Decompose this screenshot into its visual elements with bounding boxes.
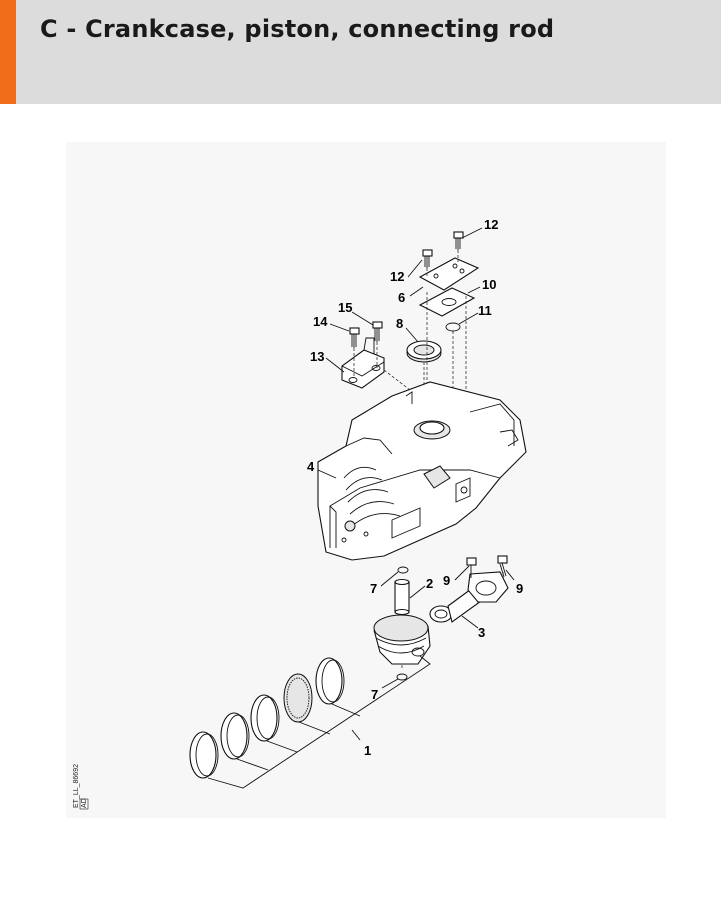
connecting-rod-3[interactable] [429,571,509,623]
rod-screw-9-right[interactable] [497,555,508,578]
callout-numbers: 12 12 6 10 11 8 15 14 13 4 7 2 9 9 3 7 1 [307,217,523,758]
page-title: C - Crankcase, piston, connecting rod [40,15,555,43]
callout-12-middle: 12 [390,269,404,284]
screw-12-middle[interactable] [422,249,433,268]
cover-plate-6[interactable] [418,257,480,291]
page-header: C - Crankcase, piston, connecting rod [0,0,721,104]
piston-ring-1d[interactable] [283,673,313,723]
callout-10: 10 [482,277,496,292]
bracket-13[interactable] [341,337,385,389]
gasket-10[interactable] [418,287,476,317]
reference-code: ET_LL_86692 [73,764,80,808]
circlip-7-bottom[interactable] [396,673,408,681]
piston-ring-1b[interactable] [220,712,250,760]
callout-13: 13 [310,349,324,364]
callout-14: 14 [313,314,328,329]
callout-9-right: 9 [516,581,523,596]
seal-ring-8[interactable] [406,340,442,363]
circlip-7-top[interactable] [397,566,409,574]
callout-2: 2 [426,576,433,591]
callout-7-bottom: 7 [371,687,378,702]
callout-7-top: 7 [370,581,377,596]
callout-11: 11 [478,303,492,318]
piston-pin-2[interactable] [394,578,410,616]
header-accent-bar [0,0,16,104]
callout-leader-lines [207,227,515,789]
callout-6: 6 [398,290,405,305]
callout-9-left: 9 [443,573,450,588]
piston-ring-1a[interactable] [189,731,219,779]
piston-ring-1c[interactable] [250,694,280,742]
screw-14[interactable] [349,327,360,348]
reference-suffix: AD [81,798,88,808]
callout-12-top: 12 [484,217,498,232]
screw-12-top[interactable] [453,231,464,250]
callout-1: 1 [364,743,371,758]
o-ring-11[interactable] [445,322,461,332]
rod-screw-9-left[interactable] [466,557,477,578]
callout-4: 4 [307,459,315,474]
reference-label: ET_LL_86692 AD [73,764,89,810]
callout-8: 8 [396,316,403,331]
piston[interactable] [373,614,431,665]
callout-3: 3 [478,625,485,640]
callout-15: 15 [338,300,352,315]
piston-ring-1e[interactable] [315,657,345,705]
screw-15[interactable] [372,321,383,342]
crankcase-4[interactable] [317,381,527,561]
